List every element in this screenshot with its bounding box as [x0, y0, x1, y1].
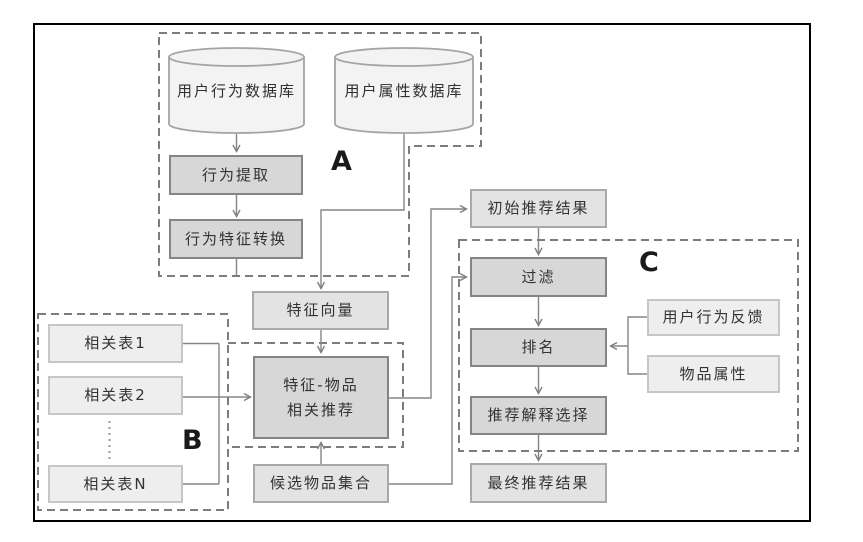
node-behavior-feature-convert-label: 行为特征转换: [184, 229, 287, 248]
node-related-table-1-label: 相关表1: [84, 334, 147, 353]
database-cylinder-behavior-top-icon: [168, 47, 305, 67]
node-related-table-1: 相关表1: [48, 324, 183, 363]
feature-item-line1: 特征-物品: [283, 375, 359, 394]
node-user-behavior-feedback-label: 用户行为反馈: [662, 308, 765, 327]
node-explanation-selection-label: 推荐解释选择: [487, 406, 590, 425]
node-final-results-label: 最终推荐结果: [487, 473, 590, 492]
node-user-behavior-feedback: 用户行为反馈: [647, 299, 780, 336]
node-filter: 过滤: [470, 257, 607, 297]
node-feature-item-recommendation-label: 特征-物品 相关推荐: [283, 373, 358, 423]
database-cylinder-attribute-icon: [334, 57, 474, 134]
node-item-attribute-label: 物品属性: [679, 364, 748, 383]
node-related-table-n: 相关表N: [48, 465, 183, 503]
node-feature-vector: 特征向量: [252, 291, 389, 330]
node-final-results: 最终推荐结果: [470, 463, 607, 503]
node-initial-results: 初始推荐结果: [470, 189, 607, 228]
node-behavior-extract: 行为提取: [169, 155, 303, 195]
db-user-attribute-label: 用户属性数据库: [344, 81, 464, 100]
node-feature-item-recommendation: 特征-物品 相关推荐: [253, 356, 389, 439]
db-user-behavior-label: 用户行为数据库: [176, 81, 296, 100]
group-outlines: [37, 32, 799, 511]
arrow-candidates-to-filter: [389, 277, 466, 485]
node-ranking-label: 排名: [521, 338, 556, 357]
group-b-outline: [37, 313, 229, 511]
node-filter-label: 过滤: [521, 267, 556, 286]
feature-item-line2: 相关推荐: [286, 400, 355, 419]
group-c-outline: [458, 239, 799, 452]
connectors: [183, 134, 647, 485]
node-candidate-item-set-label: 候选物品集合: [269, 474, 372, 493]
database-cylinder-attribute-top-icon: [334, 47, 474, 67]
group-label-b: B: [182, 425, 203, 456]
node-explanation-selection: 推荐解释选择: [470, 396, 607, 435]
database-cylinder-behavior-icon: [168, 57, 305, 134]
node-related-table-2: 相关表2: [48, 376, 183, 415]
group-label-c: C: [639, 247, 659, 278]
node-behavior-feature-convert: 行为特征转换: [169, 219, 303, 259]
db-user-behavior: 用户行为数据库: [169, 72, 304, 108]
group-label-a: A: [331, 146, 352, 177]
arrow-db-attribute-to-feature-vector: [321, 134, 405, 288]
node-initial-results-label: 初始推荐结果: [487, 199, 590, 218]
node-related-table-n-label: 相关表N: [83, 474, 148, 493]
database-cylinders: [168, 47, 474, 134]
arrow-feature-item-to-initial-results: [389, 209, 466, 399]
line-feedback-bracket: [627, 316, 647, 375]
node-candidate-item-set: 候选物品集合: [253, 464, 389, 503]
node-ranking: 排名: [470, 328, 607, 367]
node-behavior-extract-label: 行为提取: [201, 165, 270, 184]
node-feature-vector-label: 特征向量: [286, 301, 355, 320]
node-related-table-2-label: 相关表2: [84, 386, 147, 405]
node-item-attribute: 物品属性: [647, 355, 780, 393]
db-user-attribute: 用户属性数据库: [335, 72, 473, 108]
feature-item-group-outline: [228, 342, 404, 448]
group-a-outline: [158, 32, 482, 277]
